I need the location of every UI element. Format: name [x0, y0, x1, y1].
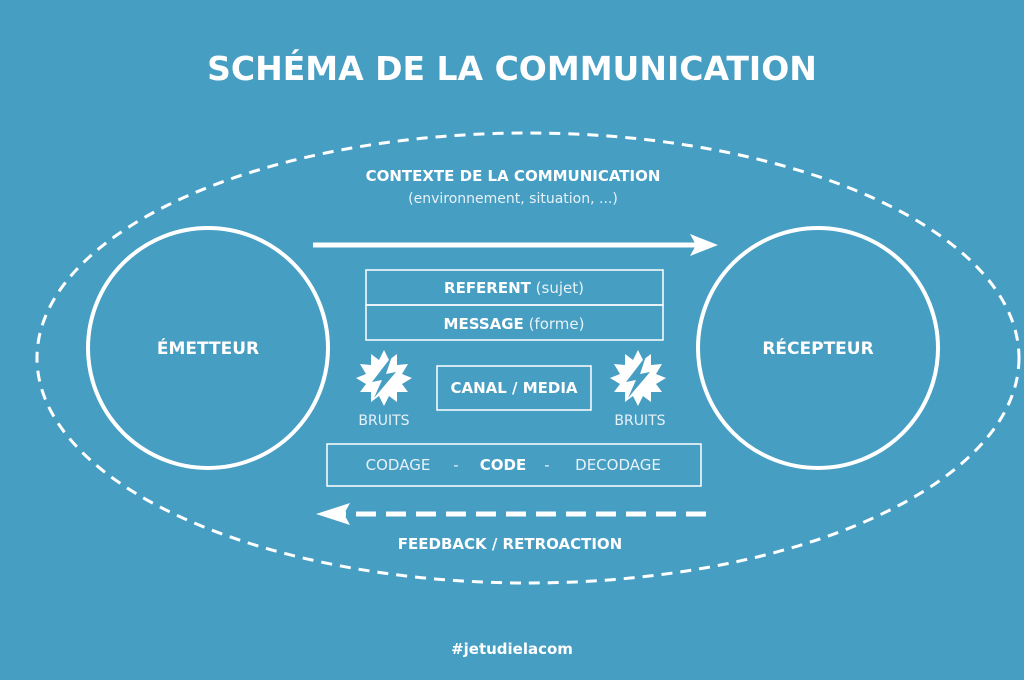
- code-separator: -: [453, 456, 458, 474]
- message-arrow-icon: [313, 234, 718, 256]
- context-label: CONTEXTE DE LA COMMUNICATION: [366, 167, 661, 185]
- channel-box: [436, 365, 592, 411]
- code-label: CODE: [480, 456, 526, 474]
- emitter-label: ÉMETTEUR: [157, 337, 259, 359]
- context-sub: (environnement, situation, ...): [408, 191, 618, 207]
- code-box: [326, 443, 702, 487]
- emitter-circle: [86, 226, 330, 470]
- message-text: MESSAGE (forme): [444, 315, 585, 333]
- encoding-label: CODAGE: [366, 456, 431, 474]
- hashtag: #jetudielacom: [451, 640, 573, 658]
- referent-text: REFERENT (sujet): [444, 279, 584, 297]
- feedback-label: FEEDBACK / RETROACTION: [398, 535, 622, 553]
- noise-left-label: BRUITS: [358, 413, 409, 429]
- decoding-label: DECODAGE: [575, 456, 661, 474]
- noise-left-icon: [356, 350, 412, 406]
- feedback-arrow-icon: [316, 503, 706, 525]
- noise-right-icon: [610, 350, 666, 406]
- receiver-label: RÉCEPTEUR: [762, 337, 873, 359]
- message-box: [365, 304, 664, 341]
- diagram-title: SCHÉMA DE LA COMMUNICATION: [207, 48, 817, 88]
- noise-right-label: BRUITS: [614, 413, 665, 429]
- channel-label: CANAL / MEDIA: [450, 379, 577, 397]
- context-ellipse: [35, 131, 1021, 585]
- receiver-circle: [696, 226, 940, 470]
- code-separator: -: [544, 456, 549, 474]
